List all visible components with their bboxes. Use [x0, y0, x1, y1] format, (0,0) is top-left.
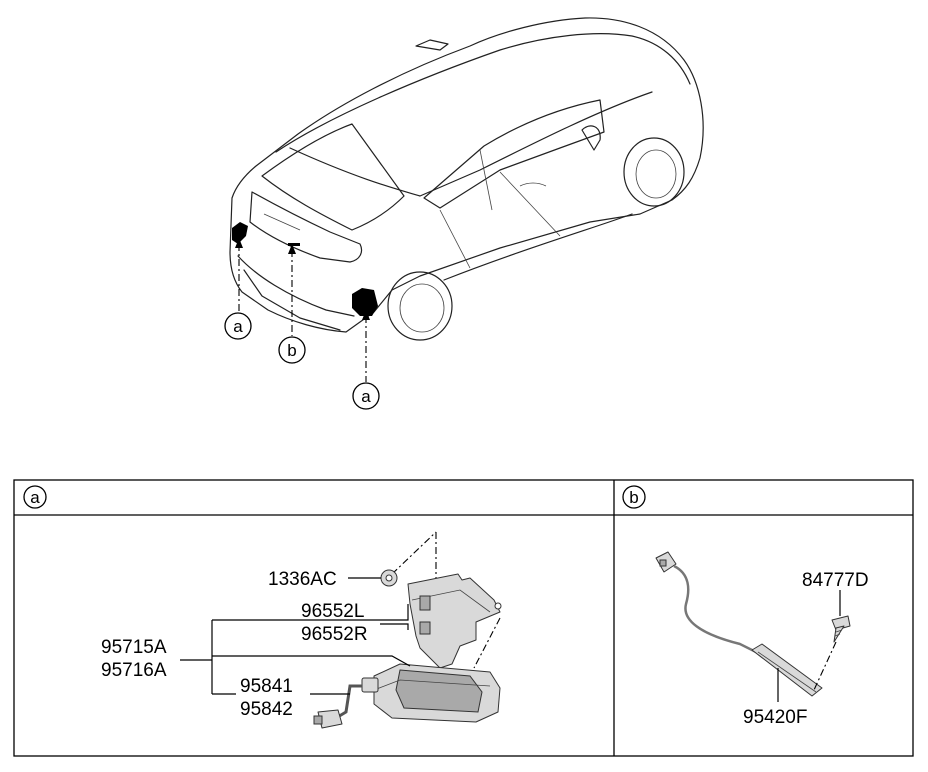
- label-95420F: 95420F: [743, 707, 807, 728]
- callout-a-left-text: a: [233, 317, 243, 336]
- panel-a-header: a: [23, 485, 47, 509]
- callout-b-center-text: b: [287, 341, 296, 360]
- panel-b-header: b: [622, 485, 646, 509]
- label-95715A: 95715A: [101, 637, 167, 658]
- label-84777D: 84777D: [802, 570, 869, 591]
- panel-a-leaders: [180, 577, 411, 695]
- panel-a-parts: [313, 531, 502, 729]
- nut-1336AC: [380, 569, 398, 587]
- label-96552L: 96552L: [301, 601, 364, 622]
- bracket: [407, 573, 502, 669]
- callout-a-right: a: [352, 382, 380, 410]
- label-95716A: 95716A: [101, 660, 167, 681]
- callout-a-left: a: [224, 312, 252, 340]
- label-95842: 95842: [240, 699, 293, 720]
- panel-a-header-text: a: [30, 488, 40, 507]
- car-illustration: [229, 17, 704, 341]
- screw-84777D: [831, 615, 851, 643]
- parts-table: [13, 479, 914, 757]
- label-1336AC: 1336AC: [268, 569, 337, 590]
- callout-a-right-text: a: [361, 387, 371, 406]
- panel-b-header-text: b: [629, 488, 638, 507]
- car-callout-leaders: [235, 238, 370, 382]
- panel-b-leaders: [777, 590, 841, 702]
- callout-b-center: b: [278, 336, 306, 364]
- panel-b-parts: [655, 551, 851, 697]
- wiring-harness: [313, 684, 362, 729]
- label-95841: 95841: [240, 676, 293, 697]
- radar-module: [361, 663, 501, 723]
- label-96552R: 96552R: [301, 624, 368, 645]
